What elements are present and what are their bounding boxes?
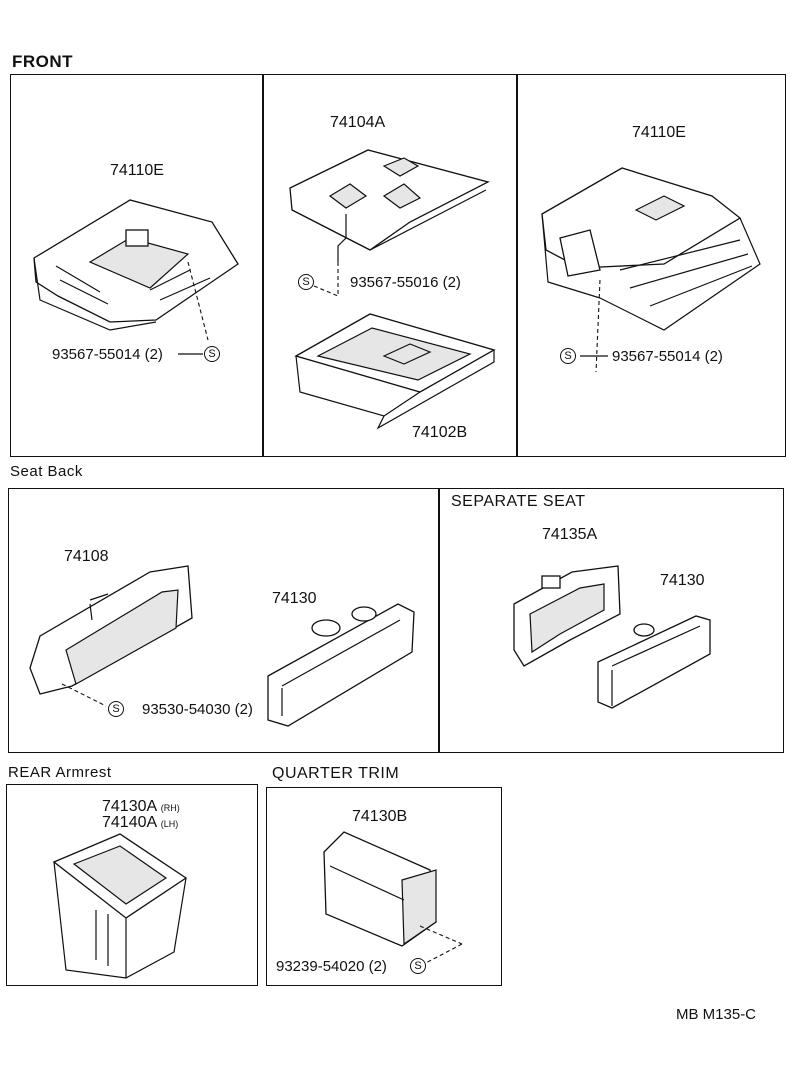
- label-front-right-screw: 93567-55014 (2): [612, 348, 723, 365]
- section-separate-seat-title: SEPARATE SEAT: [451, 493, 586, 510]
- label-front-right-part: 74110E: [632, 124, 686, 141]
- front-right-tray-drawing: [541, 167, 761, 331]
- section-rear-armrest-title: REAR Armrest: [8, 764, 112, 781]
- screw-symbol-icon: S: [410, 958, 426, 974]
- label-seatback-right-part: 74130: [272, 590, 317, 607]
- label-separate-left-part: 74135A: [542, 526, 598, 543]
- front-mid-upper-drawing: [289, 149, 490, 262]
- seat-back-panel: [8, 488, 440, 753]
- front-right-leader: [595, 279, 601, 373]
- screw-symbol-icon: S: [560, 348, 576, 364]
- separate-right-drawing: [597, 615, 711, 709]
- footer-code: MB M135-C: [676, 1006, 757, 1023]
- section-seat-back-title: Seat Back: [10, 463, 83, 480]
- quarter-trim-leader: [419, 925, 463, 945]
- label-seatback-screw: 93530-54030 (2): [142, 701, 253, 718]
- front-panel-left: [10, 74, 264, 457]
- front-left-tray-drawing: [33, 199, 239, 331]
- seatback-right-drawing: [267, 603, 415, 727]
- rear-armrest-panel: [6, 784, 258, 986]
- rear-rh-tag: (RH): [160, 803, 180, 813]
- label-rear-lh-part: 74140A (LH): [102, 814, 178, 832]
- front-mid-lower-drawing: [294, 313, 496, 430]
- label-separate-right-part: 74130: [660, 572, 705, 589]
- seatback-left-leader: [61, 683, 107, 707]
- label-front-mid-lower-part: 74102B: [412, 424, 468, 441]
- label-quarter-screw: 93239-54020 (2): [276, 958, 387, 975]
- separate-seat-panel: [438, 488, 784, 753]
- label-quarter-part: 74130B: [352, 808, 408, 825]
- label-front-mid-screw: 93567-55016 (2): [350, 274, 461, 291]
- separate-left-drawing: [513, 565, 621, 667]
- screw-symbol-icon: S: [298, 274, 314, 290]
- front-panel-right: [516, 74, 786, 457]
- quarter-trim-drawing: [323, 831, 437, 947]
- label-rear-rh-part: 74130A (RH): [102, 798, 180, 816]
- front-panel-middle: [262, 74, 518, 457]
- rear-lh-tag: (LH): [160, 819, 179, 829]
- screw-symbol-icon: S: [204, 346, 220, 362]
- rear-lh-number: 74140A: [102, 814, 157, 831]
- screw-symbol-icon: S: [108, 701, 124, 717]
- quarter-trim-panel: [266, 787, 502, 986]
- section-quarter-trim-title: QUARTER TRIM: [272, 765, 400, 782]
- label-seatback-left-part: 74108: [64, 548, 109, 565]
- label-front-left-part: 74110E: [110, 162, 164, 179]
- label-front-mid-upper-part: 74104A: [330, 114, 386, 131]
- rear-rh-number: 74130A: [102, 798, 157, 815]
- section-front-title: FRONT: [12, 52, 74, 71]
- seatback-left-drawing: [29, 565, 193, 695]
- rear-armrest-drawing: [52, 833, 188, 979]
- label-front-left-screw: 93567-55014 (2): [52, 346, 163, 363]
